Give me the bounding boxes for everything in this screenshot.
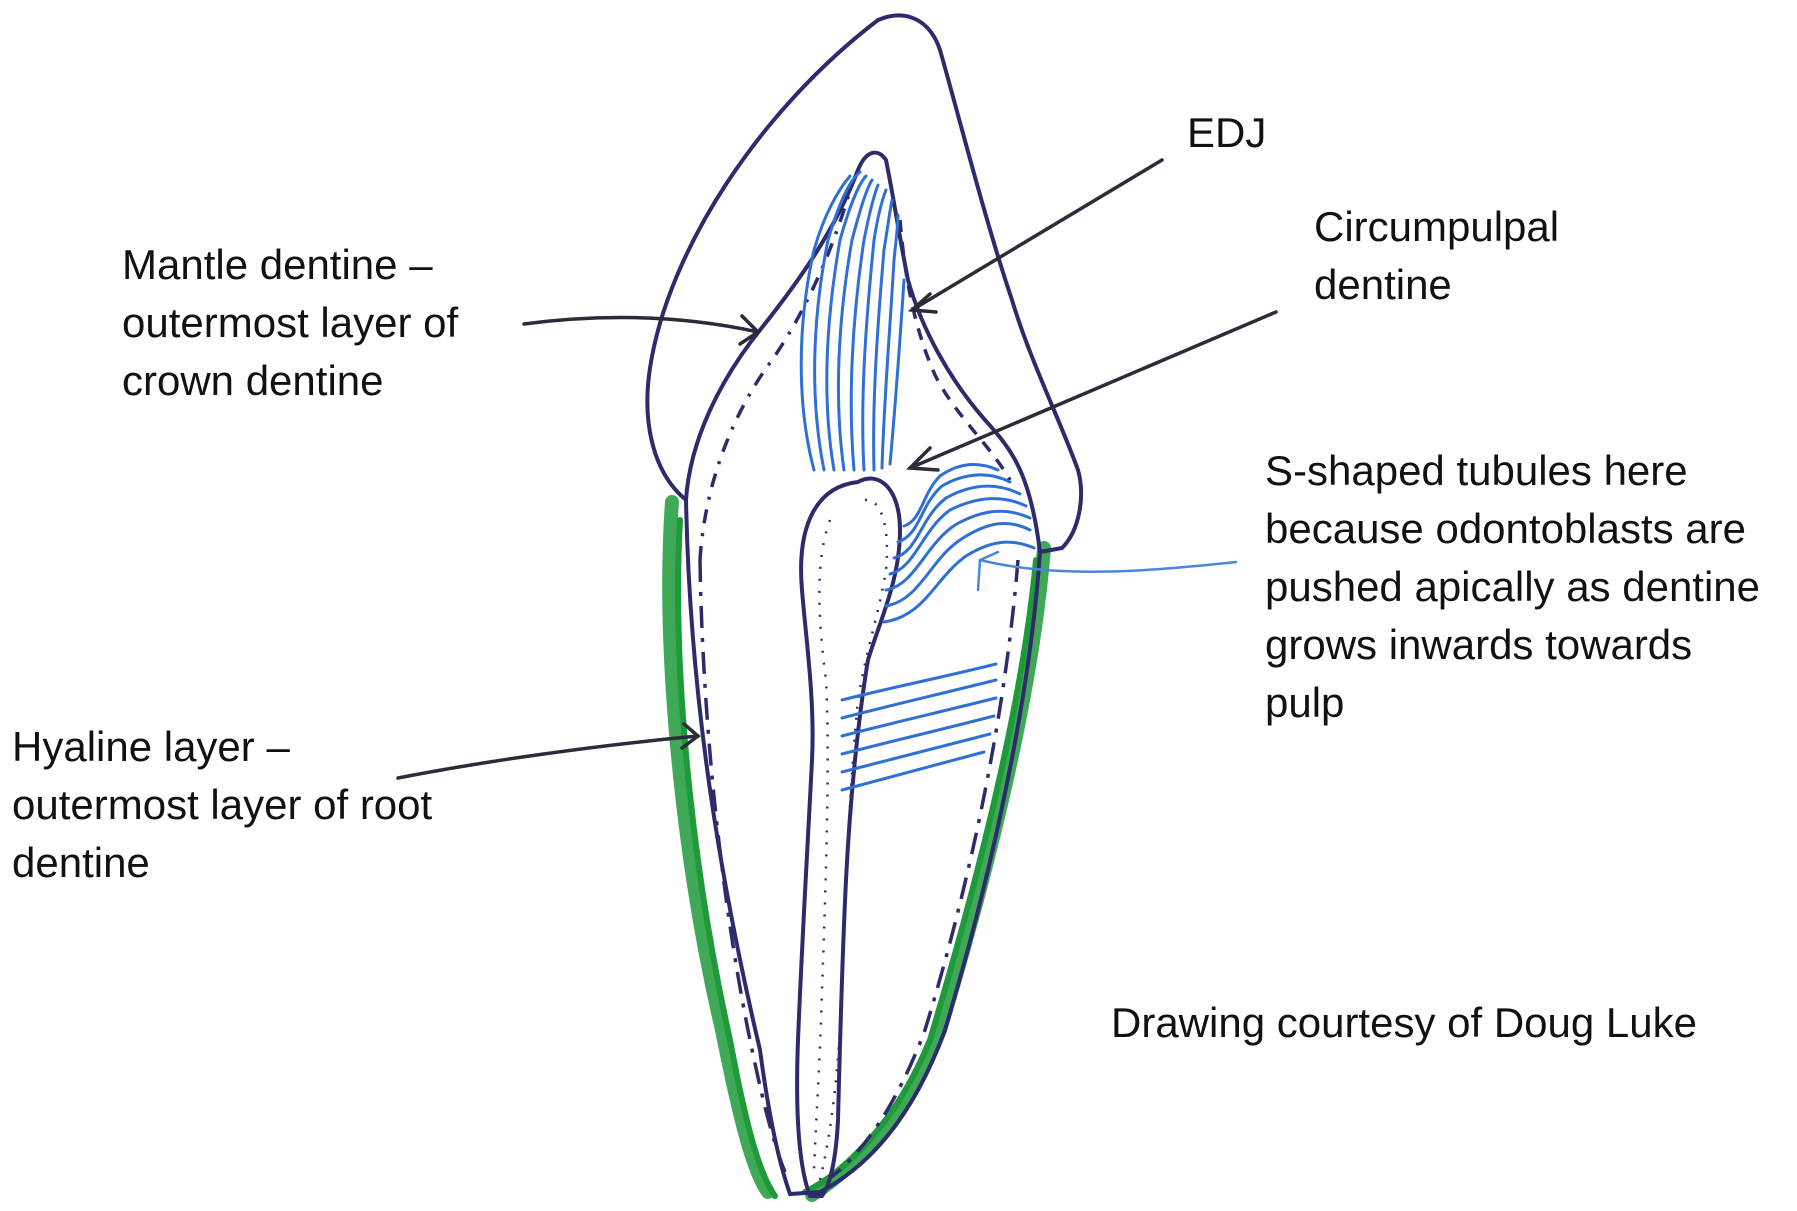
label-edj: EDJ (1187, 104, 1266, 162)
label-line: because odontoblasts are (1265, 500, 1760, 558)
label-line: outermost layer of (122, 294, 458, 352)
circumpulpal-arrow (910, 312, 1276, 468)
cementum-layer (669, 502, 1044, 1196)
pulp-stipple-inner (814, 520, 830, 1170)
label-line: Hyaline layer – (12, 718, 432, 776)
edj-arrow (912, 160, 1162, 310)
label-line: pushed apically as dentine (1265, 558, 1760, 616)
label-line: dentine (12, 834, 432, 892)
circumpulpal-dashed (900, 220, 1010, 480)
label-mantle-dentine: Mantle dentine – outermost layer of crow… (122, 236, 458, 410)
pulp-outline (797, 479, 900, 1196)
hyaline-dashdot-left (700, 560, 785, 1172)
label-circumpulpal-dentine: Circumpulpal dentine (1314, 198, 1559, 314)
label-edj-line: EDJ (1187, 104, 1266, 162)
label-s-shaped-tubules: S-shaped tubules here because odontoblas… (1265, 442, 1760, 732)
label-line: grows inwards towards (1265, 616, 1760, 674)
label-line: S-shaped tubules here (1265, 442, 1760, 500)
label-line: pulp (1265, 674, 1760, 732)
s-shaped-tubules (884, 465, 1034, 622)
label-line: outermost layer of root (12, 776, 432, 834)
label-hyaline-layer: Hyaline layer – outermost layer of root … (12, 718, 432, 892)
hyaline-arrow (398, 736, 698, 778)
drawing-credit: Drawing courtesy of Doug Luke (1111, 994, 1697, 1052)
label-line: Circumpulpal (1314, 198, 1559, 256)
crown-tubules (801, 172, 904, 470)
mantle-arrow (524, 318, 758, 332)
credit-line: Drawing courtesy of Doug Luke (1111, 994, 1697, 1052)
label-line: Mantle dentine – (122, 236, 458, 294)
label-line: crown dentine (122, 352, 458, 410)
pulp-stipple (820, 500, 887, 1180)
label-line: dentine (1314, 256, 1559, 314)
